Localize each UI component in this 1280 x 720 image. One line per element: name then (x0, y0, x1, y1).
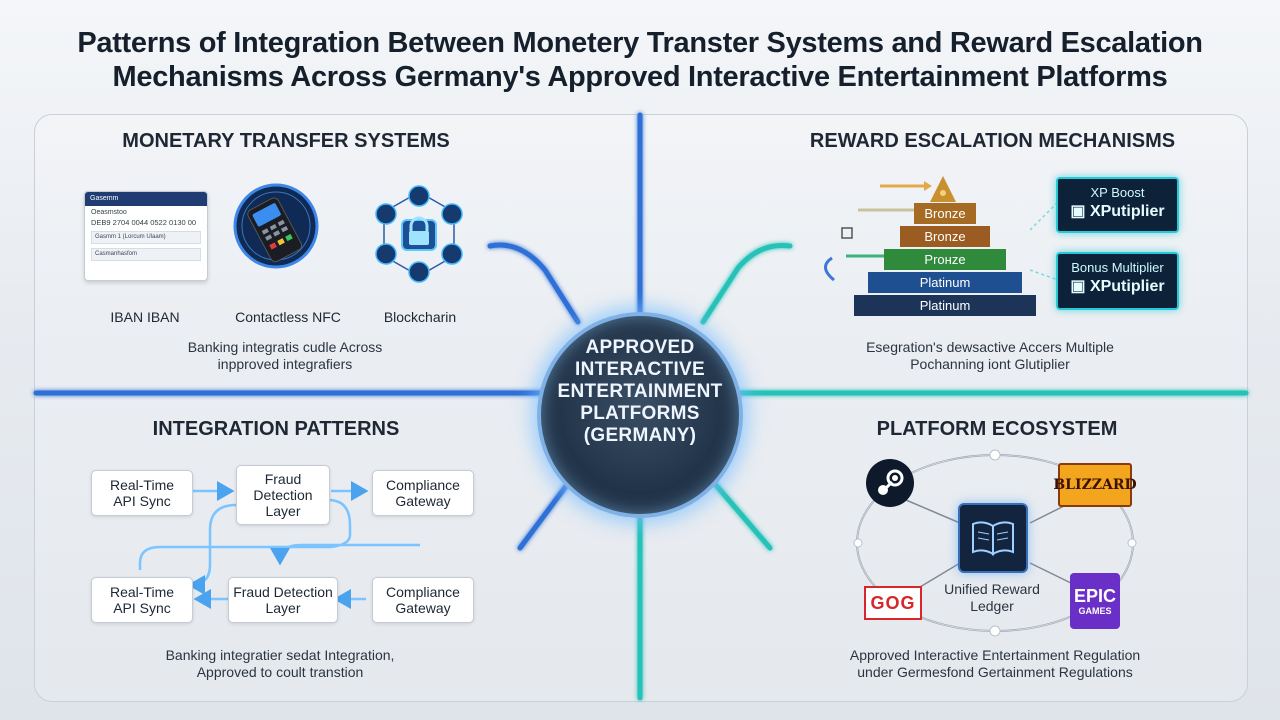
gog-logo: GOG (864, 586, 922, 620)
connector-upper-right (700, 242, 793, 325)
blockchain-label: Blockcharin (383, 309, 457, 325)
flow-box-api-sync-2: Real-Time API Sync (91, 577, 193, 623)
nfc-terminal-icon (233, 183, 319, 269)
tier-bronze-2: Bronze (900, 226, 990, 247)
tier-platinum-1: Platinum (868, 272, 1022, 293)
reward-heading: REWARD ESCALATION MECHANISMS (809, 130, 1176, 152)
integration-flow-arrows (138, 481, 420, 609)
epic-games-logo: EPIC GAMES (1070, 573, 1120, 629)
integration-heading: INTEGRATION PATTERNS (152, 418, 400, 440)
nfc-label: Contactless NFC (235, 309, 341, 325)
reward-caption: Esegration's dewsactive Accers Multiple … (866, 339, 1114, 372)
flow-box-api-sync-1: Real-Time API Sync (91, 470, 193, 516)
flow-box-fraud-detection-1: Fraud Detection Layer (236, 465, 330, 525)
iban-field-1: Gasmm 1 (Lorcum Ulaam) (91, 231, 201, 244)
page-title: Patterns of Integration Between Monetery… (0, 26, 1280, 94)
bonus-multiplier-box: Bonus Multiplier ▣ XPutiplier (1056, 252, 1179, 310)
multiplier-icon: ▣ (1070, 203, 1090, 220)
iban-card-label: Oeasmstoo (91, 209, 127, 216)
xp-boost-box: XP Boost ▣ XPutiplier (1056, 177, 1179, 233)
ecosystem-heading: PLATFORM ECOSYSTEM (876, 418, 1118, 440)
iban-card-header: Gasemm (85, 192, 207, 206)
title-line-1: Patterns of Integration Between Monetery… (77, 27, 1203, 59)
monetary-heading: MONETARY TRANSFER SYSTEMS (122, 130, 450, 152)
ecosystem-orbit (853, 449, 1137, 637)
iban-card: Gasemm Oeasmstoo DEB9 2704 0044 0522 013… (84, 191, 208, 281)
multiplier-icon: ▣ (1070, 278, 1090, 295)
tier-pronze: Prонze (884, 249, 1006, 270)
tier-bronze-1: Bronze (914, 203, 976, 224)
flow-box-fraud-detection-2: Fraud Detection Layer (228, 577, 338, 623)
iban-label: IBAN IBAN (110, 309, 180, 325)
connector-upper-left (487, 242, 581, 325)
unified-ledger-label: Unified Reward Ledger (944, 581, 1040, 614)
tier-platinum-2: Platinum (854, 295, 1036, 316)
blizzard-logo: BLIZZARD (1053, 463, 1137, 507)
flow-box-compliance-1: Compliance Gateway (372, 470, 474, 516)
steam-logo-icon (866, 459, 914, 507)
blockchain-lock-icon (375, 185, 463, 283)
ecosystem-caption: Approved Interactive Entertainment Regul… (849, 647, 1141, 680)
hub-label: APPROVED INTERACTIVE ENTERTAINMENT PLATF… (557, 337, 723, 446)
center-hub (537, 312, 743, 518)
monetary-caption: Banking integratis cudle Across inpprove… (187, 339, 383, 372)
iban-field-2: Casmanhasfom (91, 248, 201, 261)
unified-ledger-book-icon (958, 503, 1028, 573)
iban-number: DEB9 2704 0044 0522 0130 00 (91, 218, 197, 227)
title-line-2: Mechanisms Across Germany's Approved Int… (112, 61, 1168, 93)
integration-caption: Banking integratier sedat Integration, A… (165, 647, 395, 680)
flow-box-compliance-2: Compliance Gateway (372, 577, 474, 623)
reward-spark-links (1030, 201, 1059, 281)
